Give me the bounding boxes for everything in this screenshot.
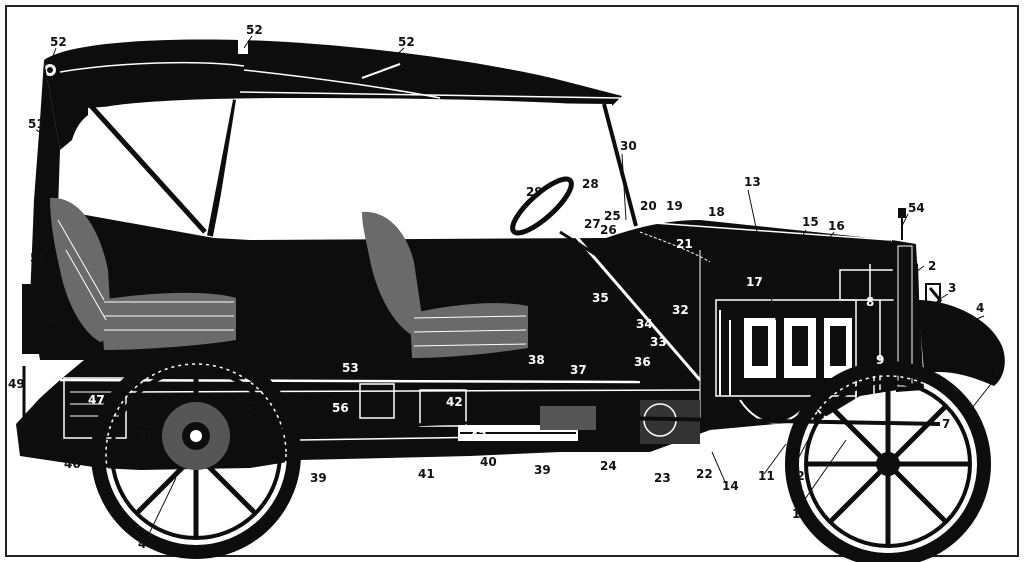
callout-30: 30 [620, 139, 637, 153]
callout-56: 56 [332, 401, 349, 415]
callout-16: 16 [828, 219, 845, 233]
callout-37: 37 [570, 363, 587, 377]
callout-20: 20 [640, 199, 657, 213]
drive-line [279, 398, 941, 450]
callout-53: 53 [342, 361, 359, 375]
callout-13: 13 [744, 175, 761, 189]
callout-50: 50 [30, 251, 47, 265]
callout-10: 10 [792, 507, 809, 521]
callout-42: 42 [446, 395, 463, 409]
callout-27: 27 [584, 217, 601, 231]
callout-39: 39 [310, 471, 327, 485]
callout-43: 43 [470, 429, 487, 443]
front-fender [918, 283, 1005, 386]
rear-seat [50, 197, 236, 350]
steering-wheel-icon[interactable] [506, 172, 579, 241]
callout-39: 39 [534, 463, 551, 477]
callout-15: 15 [802, 215, 819, 229]
front-seat [362, 211, 528, 358]
callout-36: 36 [634, 355, 651, 369]
canopy-top [44, 39, 622, 150]
callout-33: 33 [650, 335, 667, 349]
callout-21: 21 [676, 237, 693, 251]
callout-45: 45 [238, 405, 255, 419]
callout-29: 29 [526, 185, 543, 199]
callout-labels: 52 52 52 51 50 49 48 47 46 45 44 55 53 5… [8, 23, 1002, 551]
headlamp-icon [925, 283, 941, 325]
callout-17: 17 [746, 275, 763, 289]
callout-32: 32 [672, 303, 689, 317]
callout-14: 14 [722, 479, 739, 493]
callout-41: 41 [418, 467, 435, 481]
callout-38: 38 [528, 353, 545, 367]
callout-34: 34 [636, 317, 653, 331]
callout-26: 26 [600, 223, 617, 237]
leader-lines [35, 35, 995, 537]
callout-12: 12 [788, 469, 805, 483]
callout-35: 35 [592, 291, 609, 305]
callout-9: 9 [876, 353, 884, 367]
callout-52: 52 [246, 23, 263, 37]
callout-52: 52 [50, 35, 67, 49]
callout-23: 23 [654, 471, 671, 485]
callout-49: 49 [8, 377, 25, 391]
callout-44: 44 [138, 537, 155, 551]
callout-18: 18 [708, 205, 725, 219]
front-wheel-icon [785, 361, 991, 562]
callout-52: 52 [398, 35, 415, 49]
hood [639, 221, 891, 420]
callout-48: 48 [50, 315, 67, 329]
callout-5: 5 [984, 347, 992, 361]
callout-25: 25 [604, 209, 621, 223]
callout-3: 3 [948, 281, 956, 295]
steering-assembly [506, 172, 702, 381]
callout-51: 51 [28, 117, 45, 131]
radiator [892, 208, 924, 392]
callout-4: 4 [976, 301, 984, 315]
rear-wheel-icon [91, 349, 301, 559]
callout-11: 11 [758, 469, 775, 483]
callout-28: 28 [582, 177, 599, 191]
callout-55: 55 [138, 429, 155, 443]
callout-7: 7 [942, 417, 950, 431]
callout-6: 6 [994, 365, 1002, 379]
rear-end [20, 284, 127, 450]
callout-8: 8 [866, 295, 874, 309]
callout-54: 54 [908, 201, 925, 215]
windshield-rod [602, 103, 638, 227]
callout-19: 19 [666, 199, 683, 213]
callout-40: 40 [480, 455, 497, 469]
engine [715, 264, 901, 424]
callout-47: 47 [88, 393, 105, 407]
callout-24: 24 [600, 459, 617, 473]
callout-22: 22 [696, 467, 713, 481]
callout-46: 46 [64, 457, 81, 471]
callout-2: 2 [928, 259, 936, 273]
